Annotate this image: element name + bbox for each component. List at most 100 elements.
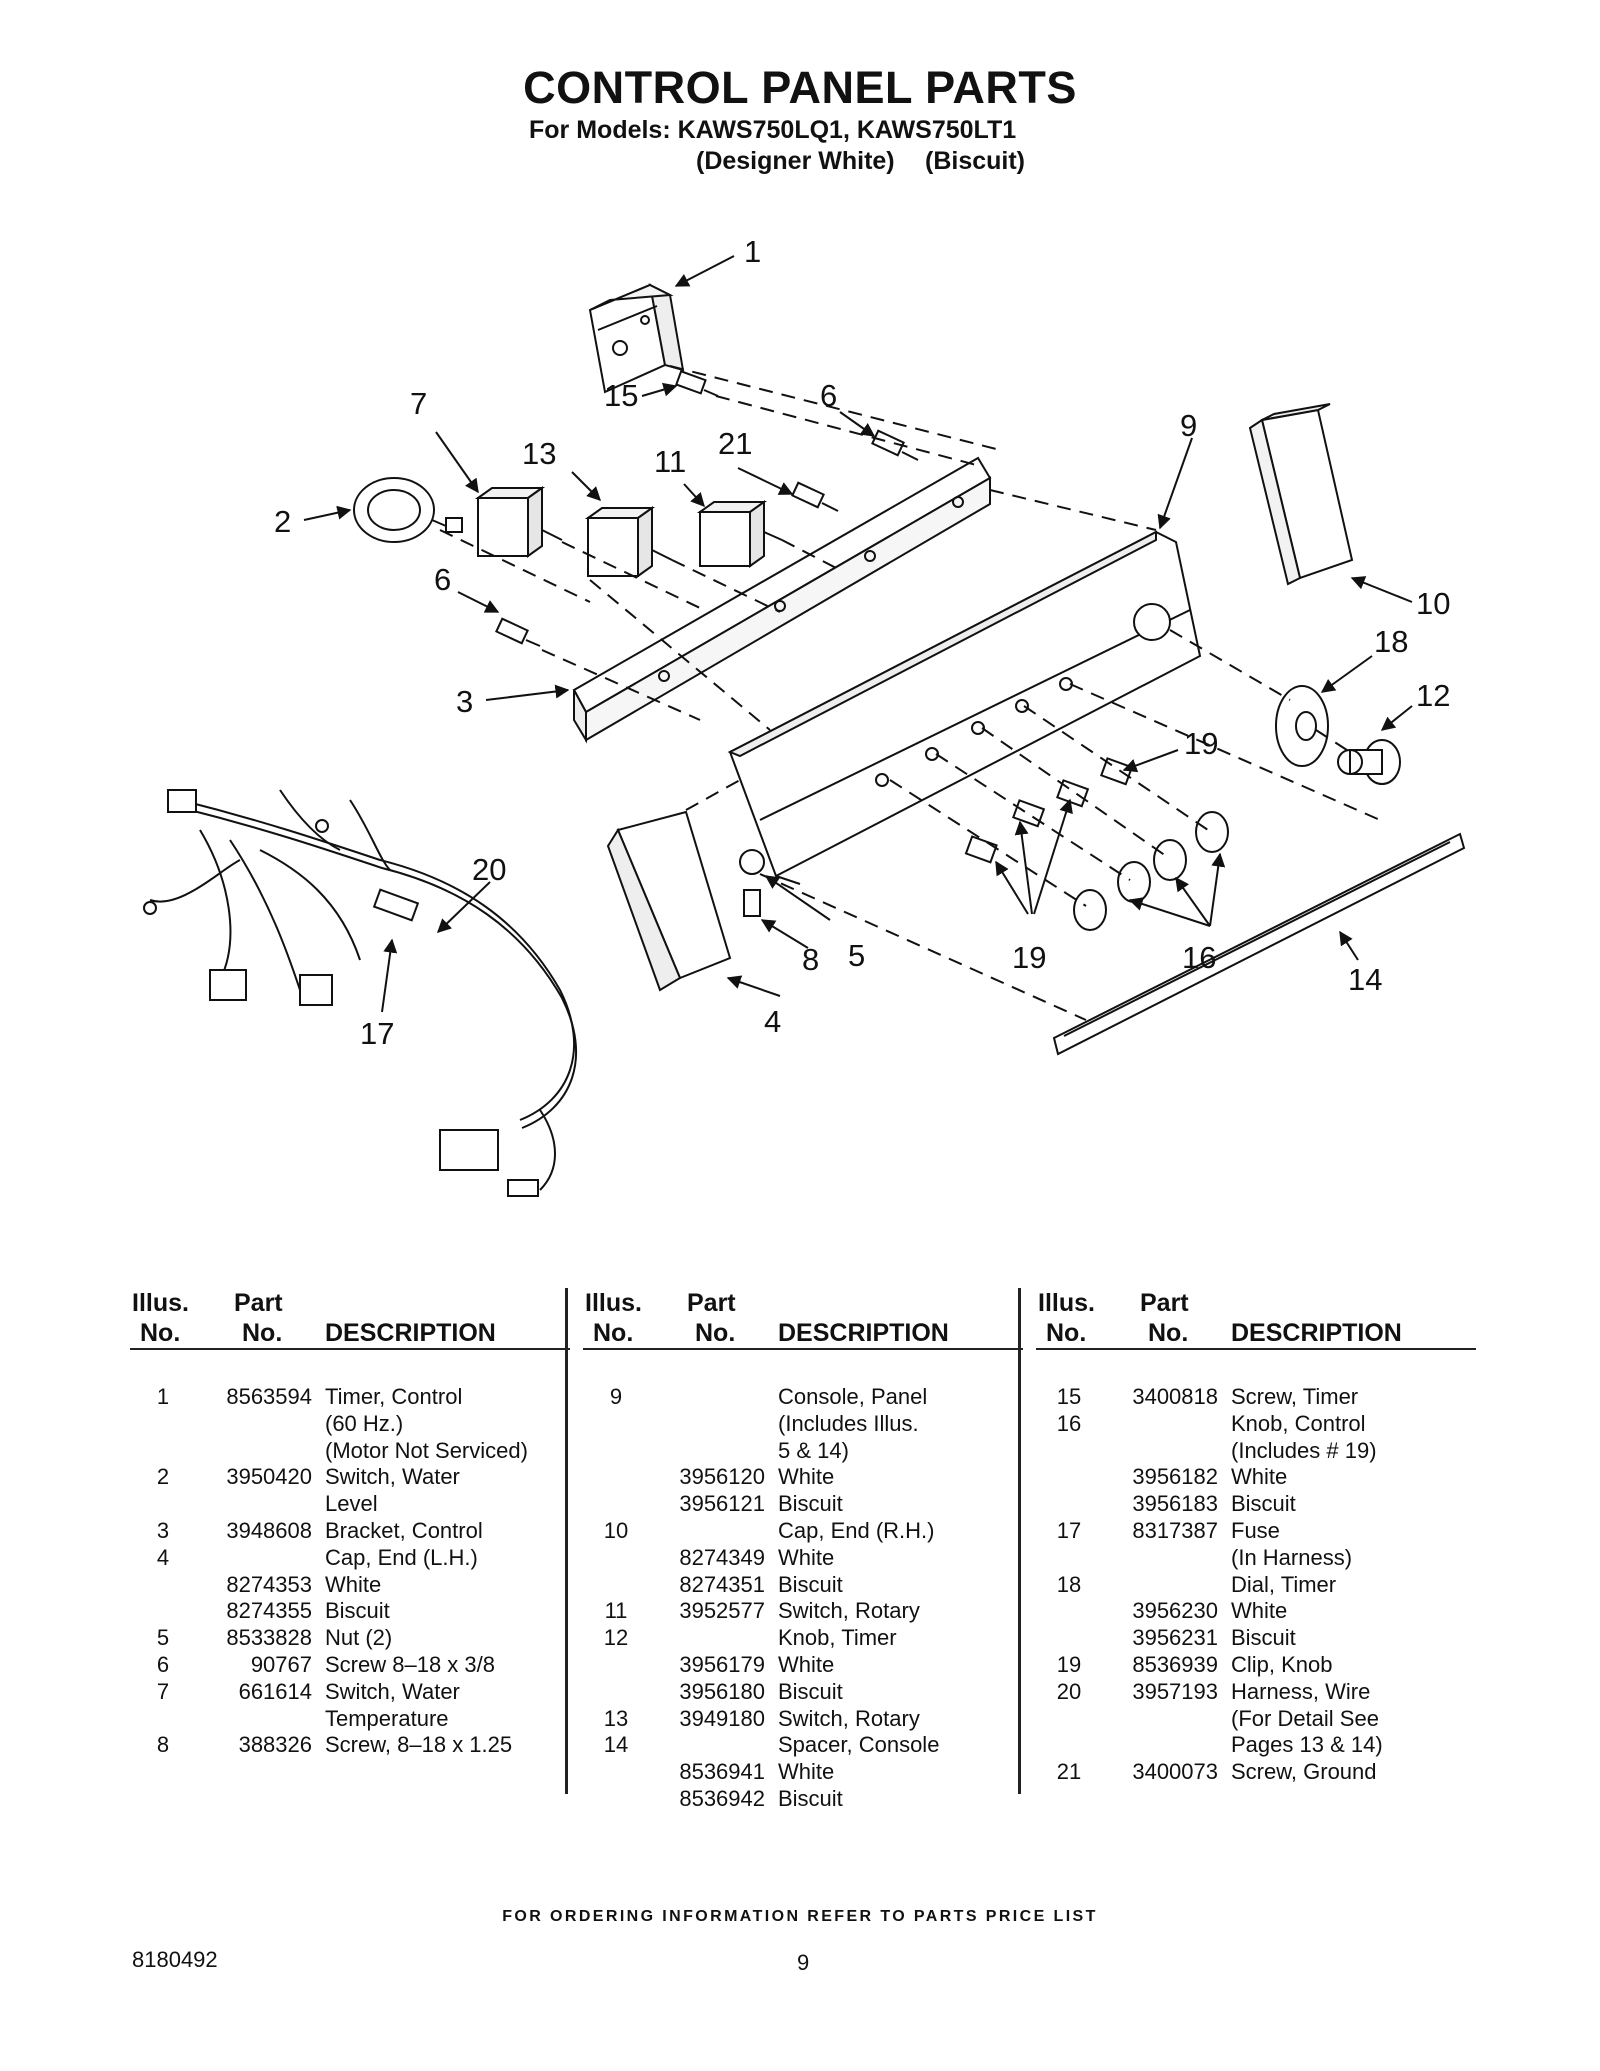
description: Biscuit bbox=[778, 1785, 843, 1811]
part-number: 8563594 bbox=[226, 1384, 312, 1409]
callout-19-lower: 19 bbox=[1012, 940, 1046, 975]
rotary-switch-11-illustration bbox=[696, 500, 783, 568]
description: Biscuit bbox=[778, 1678, 843, 1704]
description: White bbox=[778, 1651, 835, 1677]
description: Biscuit bbox=[1231, 1491, 1296, 1517]
callout-6-lower: 6 bbox=[434, 562, 451, 597]
callout-1: 1 bbox=[744, 234, 761, 269]
header-part-no: No. bbox=[695, 1319, 736, 1347]
description: White bbox=[778, 1544, 835, 1570]
parts-column-header: Illus. No. Part No. DESCRIPTION bbox=[1036, 1288, 1476, 1350]
console-panel-illustration bbox=[727, 530, 1202, 885]
description: Biscuit bbox=[778, 1571, 843, 1597]
illus-number: 2 bbox=[156, 1464, 170, 1490]
header-description: DESCRIPTION bbox=[778, 1319, 949, 1347]
page-number: 9 bbox=[797, 1950, 810, 1975]
part-number: 3949180 bbox=[679, 1705, 765, 1731]
callout-12: 12 bbox=[1416, 678, 1450, 713]
parts-column-header: Illus. No. Part No. DESCRIPTION bbox=[130, 1288, 570, 1350]
illus-number: 8 bbox=[156, 1732, 170, 1758]
table-row: (In Harness) bbox=[1036, 1545, 1476, 1572]
wire-harness-illustration bbox=[143, 789, 577, 1197]
callout-17: 17 bbox=[360, 1016, 394, 1051]
callout-5: 5 bbox=[848, 938, 865, 973]
description: Switch, Rotary bbox=[778, 1705, 920, 1731]
part-number: 8274353 bbox=[226, 1571, 312, 1597]
description: Switch, Rotary bbox=[778, 1598, 920, 1624]
part-number: 8536939 bbox=[1132, 1651, 1218, 1677]
screw-lower-illustration bbox=[495, 617, 541, 647]
end-cap-rh-illustration bbox=[1248, 403, 1354, 586]
description: Clip, Knob bbox=[1231, 1651, 1333, 1677]
table-row: Level bbox=[130, 1491, 570, 1518]
page-title: CONTROL PANEL PARTS bbox=[523, 62, 1077, 113]
description: White bbox=[1231, 1464, 1288, 1490]
description: Screw, 8–18 x 1.25 bbox=[325, 1732, 513, 1758]
part-number: 8274349 bbox=[679, 1544, 765, 1570]
description: 5 & 14) bbox=[778, 1437, 849, 1463]
description: Biscuit bbox=[778, 1491, 843, 1517]
illus-number: 19 bbox=[1056, 1651, 1082, 1677]
callout-10: 10 bbox=[1416, 586, 1450, 621]
part-number: 3956182 bbox=[1132, 1464, 1218, 1490]
description: (Motor Not Serviced) bbox=[325, 1437, 528, 1463]
illus-number: 14 bbox=[603, 1732, 629, 1758]
header-part: Part bbox=[234, 1289, 283, 1317]
table-row: 19 8536939 Clip, Knob bbox=[1036, 1652, 1476, 1679]
illus-number: 12 bbox=[603, 1625, 629, 1651]
part-number: 8536941 bbox=[679, 1759, 765, 1785]
callout-20: 20 bbox=[472, 852, 506, 887]
callout-6-upper: 6 bbox=[820, 378, 837, 413]
illus-number: 9 bbox=[609, 1384, 623, 1409]
illus-number: 16 bbox=[1056, 1410, 1082, 1436]
description: Temperature bbox=[325, 1705, 449, 1731]
description: (For Detail See bbox=[1231, 1705, 1379, 1731]
water-level-switch-illustration bbox=[353, 477, 463, 543]
callout-21: 21 bbox=[718, 426, 752, 461]
description: Biscuit bbox=[325, 1598, 390, 1624]
part-number: 3952577 bbox=[679, 1598, 765, 1624]
timer-knob-illustration bbox=[1337, 739, 1401, 785]
table-row: Temperature bbox=[130, 1706, 570, 1733]
description: Harness, Wire bbox=[1231, 1678, 1371, 1704]
control-bracket-illustration bbox=[572, 456, 992, 744]
part-number: 3956120 bbox=[679, 1464, 765, 1490]
part-number: 3956183 bbox=[1132, 1491, 1218, 1517]
description: Timer, Control bbox=[325, 1384, 463, 1409]
callout-leaders bbox=[303, 255, 1413, 1013]
description: Screw, Timer bbox=[1231, 1384, 1359, 1409]
part-number: 3956180 bbox=[679, 1678, 765, 1704]
assembly-lines bbox=[439, 365, 1381, 1021]
description: Knob, Timer bbox=[778, 1625, 897, 1651]
nut-illustration bbox=[739, 849, 765, 875]
callout-11: 11 bbox=[654, 444, 686, 479]
illus-number: 5 bbox=[156, 1625, 170, 1651]
table-row: (Motor Not Serviced) bbox=[130, 1438, 570, 1465]
callout-4: 4 bbox=[764, 1004, 781, 1039]
description: Level bbox=[325, 1491, 378, 1517]
callout-7: 7 bbox=[410, 386, 427, 421]
header-illus: Illus. bbox=[585, 1289, 642, 1317]
header-part-no: No. bbox=[1148, 1319, 1189, 1347]
table-row: (For Detail See bbox=[1036, 1706, 1476, 1733]
description: Biscuit bbox=[1231, 1625, 1296, 1651]
callout-18: 18 bbox=[1374, 624, 1408, 659]
illus-number: 21 bbox=[1056, 1759, 1082, 1785]
